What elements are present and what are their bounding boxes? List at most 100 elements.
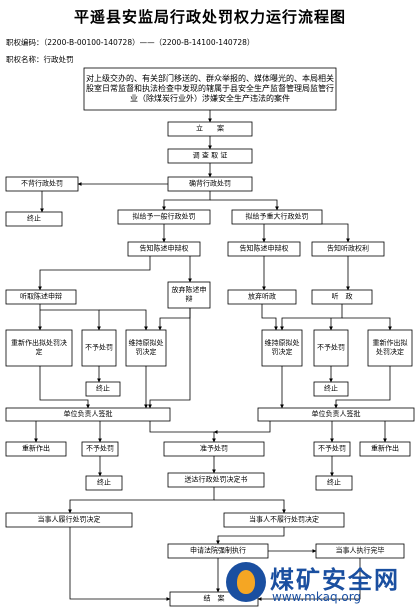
flow-node-label: 申请法院强制执行 xyxy=(190,546,246,555)
flow-node-bulvxing: 当事人不履行处罚决定 xyxy=(223,512,345,528)
flow-node-buyu2: 不予处罚 xyxy=(81,329,117,367)
flow-node-label: 终止 xyxy=(97,478,111,487)
flow-node-label: 维持原拟处罚决定 xyxy=(129,338,164,356)
flow-arrows xyxy=(34,110,392,601)
flow-node-zhunyu: 准予处罚 xyxy=(163,441,265,457)
flow-node-buyu4: 不予处罚 xyxy=(81,441,119,457)
flow-node-label: 不予处罚 xyxy=(317,343,345,352)
flow-node-lian: 立 案 xyxy=(167,121,253,137)
flow-node-weichi2: 维持原拟处罚决定 xyxy=(261,329,303,367)
flow-node-label: 单位负责人签批 xyxy=(64,409,113,418)
flow-arrow xyxy=(39,366,90,409)
flow-node-label: 告知听政权利 xyxy=(327,244,369,253)
flow-node-label: 放弃陈述申辩 xyxy=(172,285,207,303)
watermark-brand: 煤矿安全网 xyxy=(270,566,400,594)
flow-node-zhongzhi3: 终止 xyxy=(313,381,349,397)
flow-node-label: 不予处罚 xyxy=(318,444,346,453)
page-title: 平遥县安监局行政处罚权力运行流程图 xyxy=(73,8,346,26)
flow-node-fangqi1: 放弃陈述申辩 xyxy=(167,281,211,309)
flow-node-zhongzhi5: 终止 xyxy=(315,475,353,491)
flow-node-label: 维持原拟处罚决定 xyxy=(265,338,300,356)
flow-node-label: 单位负责人签批 xyxy=(312,409,361,418)
flow-node-ying: 确背行政处罚 xyxy=(167,176,253,192)
flow-node-tingzheng: 听 政 xyxy=(311,289,373,305)
flow-node-fzr1: 单位负责人签批 xyxy=(5,407,171,422)
flow-arrow xyxy=(334,366,391,409)
flow-node-label: 对上级交办的、有关部门移送的、群众举报的、媒体曝光的、本局相关股室日常监督和执法… xyxy=(86,73,334,103)
flow-node-songda: 送达行政处罚决定书 xyxy=(167,472,265,488)
flow-arrow xyxy=(210,199,279,211)
flow-arrow xyxy=(158,308,191,331)
flow-arrow xyxy=(257,558,361,601)
flow-node-shenqing: 申请法院强制执行 xyxy=(167,543,269,559)
flow-node-label: 调 查 取 证 xyxy=(193,151,228,160)
flow-node-label: 终止 xyxy=(96,384,110,393)
flow-arrow xyxy=(261,304,278,331)
site-watermark: 煤矿安全网 www.mkaq.org xyxy=(226,558,420,610)
flow-nodes: 对上级交办的、有关部门移送的、群众举报的、媒体曝光的、本局相关股室日常监督和执法… xyxy=(5,67,415,607)
flow-node-label: 终止 xyxy=(27,214,41,223)
flow-arrow xyxy=(68,487,215,514)
flow-arrow xyxy=(149,421,216,443)
flow-node-lvxing: 当事人履行处罚决定 xyxy=(5,512,133,528)
flow-node-tingqu: 听取陈述申辩 xyxy=(5,289,77,305)
flow-node-zhongzhi1: 终止 xyxy=(5,211,63,227)
flow-node-label: 拟给予重大行政处罚 xyxy=(246,212,309,221)
flow-node-buyu5: 不予处罚 xyxy=(313,441,351,457)
flow-node-label: 当事人履行处罚决定 xyxy=(38,515,101,524)
flow-node-label: 告知陈述申辩权 xyxy=(240,244,289,253)
name-line: 职权名称：行政处罚 xyxy=(6,55,74,64)
flow-node-fangqi2: 放弃听政 xyxy=(227,289,297,305)
flow-node-label: 结 案 xyxy=(204,594,225,603)
flow-node-gaozhi2: 告知陈述申辩权 xyxy=(227,241,301,257)
flow-node-zhongzhi4: 终止 xyxy=(85,475,123,491)
flow-node-chongxin1: 重新作出拟处罚决定 xyxy=(5,329,73,367)
flow-node-label: 当事人执行完毕 xyxy=(336,546,385,555)
flow-arrow xyxy=(99,309,148,331)
flow-node-zhongzhi2: 终止 xyxy=(85,381,121,397)
flow-node-label: 听 政 xyxy=(332,292,353,301)
flow-arrow xyxy=(342,317,392,331)
flow-node-weichi1: 维持原拟处罚决定 xyxy=(125,329,167,367)
flow-node-label: 重新作出拟处罚决定 xyxy=(373,338,408,356)
flow-arrow xyxy=(38,256,151,291)
flow-node-chongxin2: 重新作出拟处罚决定 xyxy=(367,329,413,367)
flow-node-zhixing: 当事人执行完毕 xyxy=(315,543,405,559)
flow-node-buyu1: 不背行政处罚 xyxy=(5,176,79,192)
flow-node-label: 立 案 xyxy=(196,124,224,133)
flow-arrow xyxy=(300,223,350,243)
flow-arrow xyxy=(213,421,271,434)
flow-node-label: 确背行政处罚 xyxy=(189,179,231,188)
flow-node-label: 重新作出 xyxy=(22,444,50,453)
flow-node-source: 对上级交办的、有关部门移送的、群众举报的、媒体曝光的、本局相关股室日常监督和执法… xyxy=(83,67,337,111)
flow-arrow xyxy=(214,499,286,514)
flow-node-fzr2: 单位负责人签批 xyxy=(257,407,415,422)
flow-node-chongxin4: 重新作出 xyxy=(359,441,411,457)
flow-node-yiban: 拟给予一般行政处罚 xyxy=(117,209,211,225)
flow-node-label: 不背行政处罚 xyxy=(21,179,63,188)
flow-node-label: 不予处罚 xyxy=(86,444,114,453)
watermark-url: www.mkaq.org xyxy=(272,590,362,604)
flow-node-label: 重新作出 xyxy=(371,444,399,453)
flow-node-label: 终止 xyxy=(327,478,341,487)
flow-node-label: 拟给予一般行政处罚 xyxy=(133,212,196,221)
flow-arrow xyxy=(162,191,211,211)
flow-node-gaozhi1: 告知陈述申辩权 xyxy=(127,241,201,257)
flow-arrow xyxy=(280,304,343,331)
flow-node-label: 不予处罚 xyxy=(85,343,113,352)
code-line: 职权编码：（2200-B-00100-140728）——（2200-B-1410… xyxy=(6,38,255,47)
flow-node-buyu3: 不予处罚 xyxy=(313,329,349,367)
flow-arrow xyxy=(216,527,285,545)
flow-arrow xyxy=(69,527,171,601)
flow-node-label: 当事人不履行处罚决定 xyxy=(249,515,319,524)
flow-node-label: 终止 xyxy=(324,384,338,393)
flow-node-label: 送达行政处罚决定书 xyxy=(185,475,248,484)
miner-logo-icon xyxy=(226,562,266,602)
flow-node-label: 准予处罚 xyxy=(200,444,228,453)
flow-node-label: 告知陈述申辩权 xyxy=(140,244,189,253)
flow-node-label: 放弃听政 xyxy=(248,292,276,301)
flow-node-zhongda: 拟给予重大行政处罚 xyxy=(231,209,323,225)
flow-node-gaozhi3: 告知听政权利 xyxy=(311,241,385,257)
flow-node-chongxin3: 重新作出 xyxy=(5,441,67,457)
